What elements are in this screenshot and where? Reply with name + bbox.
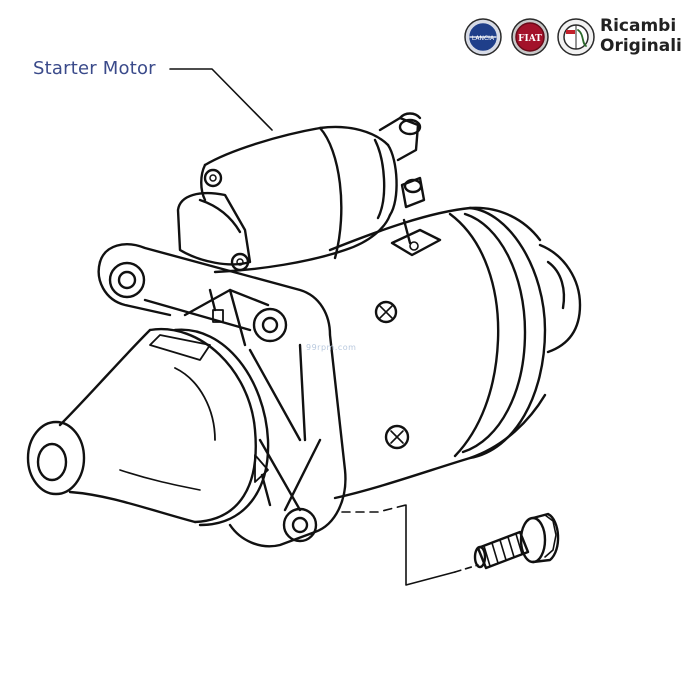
callout-leader-line: [169, 68, 273, 131]
alfa-romeo-logo: [557, 18, 595, 56]
solenoid: [176, 112, 426, 274]
motor-body: [328, 206, 582, 500]
mounting-bolt: [341, 504, 560, 586]
lancia-logo: [464, 18, 502, 56]
callout-label-starter-motor: Starter Motor: [33, 58, 156, 79]
brand-logos: [464, 18, 595, 56]
lancia-logo-text: LANCIA: [472, 35, 495, 42]
fiat-logo: [511, 18, 549, 56]
brand-line-1: Ricambi: [600, 16, 677, 36]
brand-line-2: Originali: [600, 36, 682, 56]
fiat-logo-text: FIAT: [518, 34, 542, 44]
brand-ricambi-originali: Ricambi Originali: [600, 16, 682, 56]
mounting-flange: [97, 243, 347, 548]
watermark: 99rpm.com: [306, 343, 357, 352]
drive-end-housing: [26, 327, 270, 527]
